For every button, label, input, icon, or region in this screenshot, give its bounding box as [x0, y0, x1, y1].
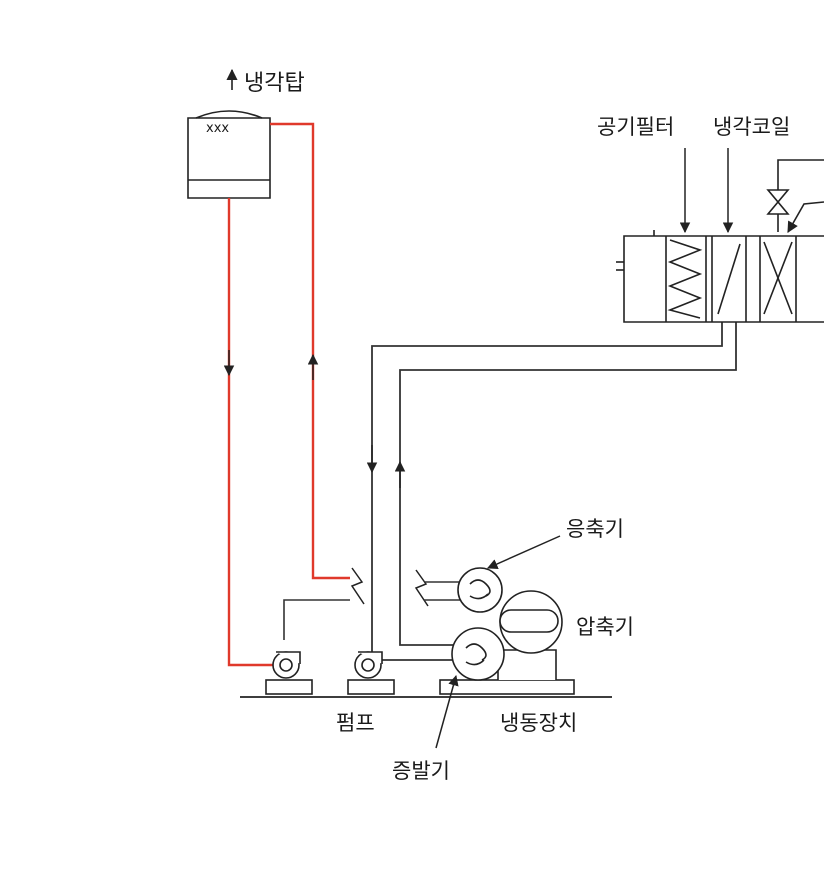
valve-pointer-arrow — [787, 201, 824, 233]
pump-to-condenser-pipe — [283, 599, 350, 640]
refrigeration-unit — [439, 567, 575, 695]
evaporator-arrow — [435, 674, 459, 749]
heating-coil-element — [763, 241, 793, 315]
condenser-arrow — [487, 535, 561, 569]
evaporator-label: 증발기 — [392, 759, 450, 783]
cooling-tower: xxx — [187, 110, 271, 199]
valve-icon — [766, 189, 790, 215]
pipe-break-icon — [350, 567, 429, 607]
centrifugal-pump-icon — [347, 651, 395, 695]
condenser-label: 응축기 — [566, 517, 624, 541]
evaporator-body — [451, 627, 505, 681]
chilled-water-line — [371, 322, 737, 668]
air-filter-label: 공기필터 — [597, 115, 674, 139]
condenser-body — [457, 567, 503, 613]
fan-marks: xxx — [206, 121, 229, 136]
pump-label: 펌프 — [336, 711, 375, 735]
centrifugal-pump-icon — [265, 651, 313, 695]
compressor-label: 압축기 — [576, 615, 634, 639]
air-filter-element — [667, 239, 703, 319]
valve-supply-pipe — [777, 159, 824, 190]
cooling-coil-element — [717, 243, 741, 315]
condenser-water-line — [227, 122, 350, 667]
cooling-tower-label: 냉각탑 — [244, 71, 305, 96]
air-handling-unit — [616, 230, 824, 323]
refrigeration-unit-label: 냉동장치 — [500, 711, 577, 735]
cooling-coil-label: 냉각코일 — [713, 115, 790, 139]
